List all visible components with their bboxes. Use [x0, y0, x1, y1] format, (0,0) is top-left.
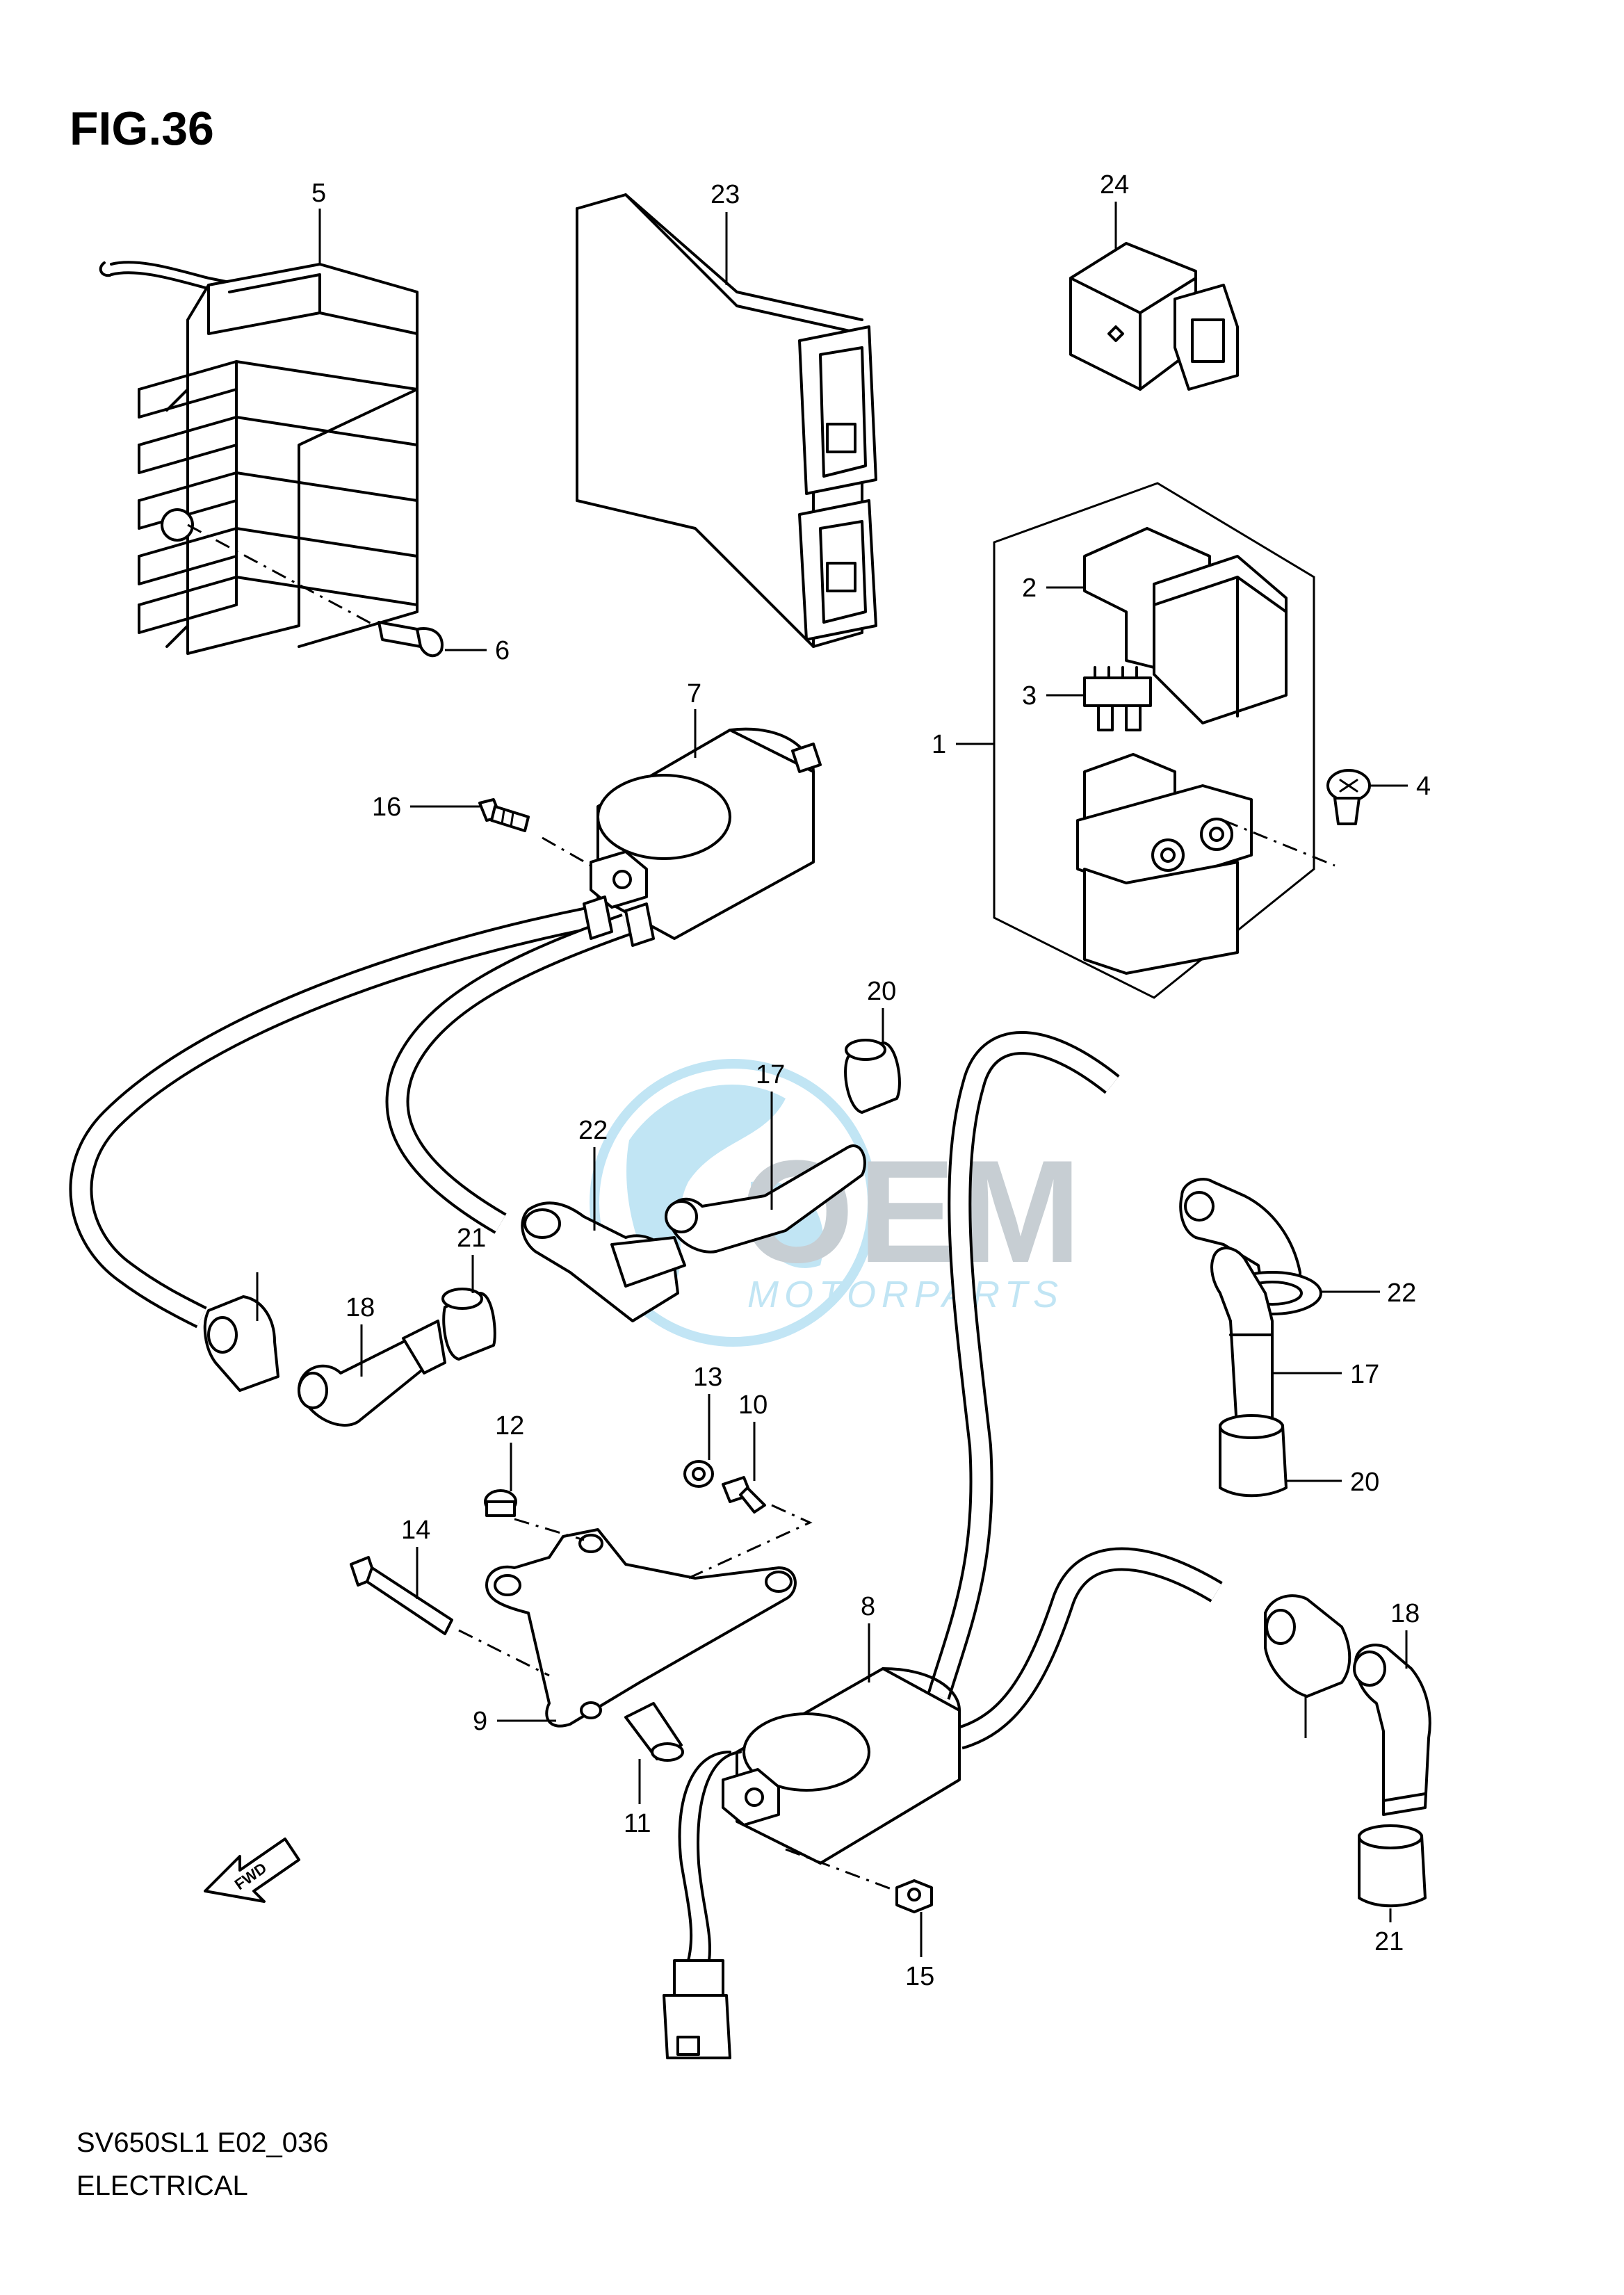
coil-lead	[678, 1751, 731, 1962]
coil-connector	[663, 1959, 731, 2059]
collar-12	[484, 1489, 517, 1517]
plug-cover-20-left	[441, 1288, 496, 1361]
callout-20-right: 21	[1374, 1927, 1404, 1956]
callout-20-left: 21	[457, 1224, 486, 1253]
relay-24	[1069, 242, 1239, 391]
callout-3: 3	[1022, 681, 1037, 711]
callout-layer: 5 23 24 6 2 3 1 4 7 16 20 17 22	[256, 170, 1431, 1991]
ignition-coil-8	[722, 1667, 961, 1865]
callout-7: 7	[687, 679, 701, 708]
callout-17-right: 17	[1350, 1360, 1379, 1389]
plug-cover-20-right	[1358, 1824, 1427, 1908]
callout-5: 5	[311, 179, 326, 208]
fwd-direction-arrow: FWD	[204, 1838, 300, 1903]
callout-1: 1	[932, 730, 946, 759]
fuse-3	[1083, 666, 1152, 731]
callout-19-upper: 20	[867, 977, 896, 1006]
plug-cap-21-upper	[521, 1201, 686, 1322]
callout-10: 10	[738, 1390, 768, 1420]
callout-21-right: 22	[1387, 1279, 1416, 1308]
callout-4: 4	[1416, 772, 1431, 801]
callout-11: 11	[624, 1809, 651, 1838]
callout-23: 23	[710, 180, 740, 209]
plug-cap-seal-22-right	[1264, 1594, 1351, 1698]
callout-2: 2	[1022, 574, 1037, 603]
regulator-rectifier	[99, 261, 419, 655]
plug-cap-18-right	[1353, 1644, 1431, 1816]
callout-16: 16	[372, 793, 401, 822]
plug-cap-17-right	[1210, 1247, 1274, 1441]
callout-14: 14	[401, 1516, 430, 1545]
bolt-14	[350, 1556, 453, 1635]
bolt-10	[722, 1476, 766, 1514]
plug-cap-seal-22-left	[203, 1295, 279, 1392]
relay-cover-2	[1083, 527, 1288, 724]
plug-cover-19-upper	[844, 1039, 901, 1114]
callout-17-upper: 17	[756, 1060, 785, 1089]
callout-6: 6	[495, 636, 510, 665]
model-code: SV650SL1 E02_036	[76, 2127, 329, 2158]
screw-4	[1326, 769, 1371, 825]
ecm-unit	[576, 193, 877, 648]
callout-21-upper: 22	[578, 1116, 608, 1145]
callout-18-right: 18	[1390, 1599, 1420, 1628]
callout-19-right: 20	[1350, 1468, 1379, 1497]
callout-15: 15	[905, 1962, 934, 1991]
bracket-9	[485, 1528, 797, 1728]
watermark-subtitle: MOTORPARTS	[747, 1274, 1064, 1315]
ignition-coil-7	[590, 727, 822, 940]
plug-cap-17-upper	[665, 1144, 866, 1254]
nut-15	[895, 1879, 933, 1913]
section-name: ELECTRICAL	[76, 2171, 248, 2201]
assembly-boundary	[993, 482, 1315, 999]
starter-relay	[1076, 753, 1253, 975]
callout-8: 8	[861, 1592, 875, 1621]
figure-title: FIG.36	[70, 102, 214, 155]
callout-9: 9	[473, 1707, 487, 1736]
collar-11	[624, 1702, 684, 1762]
callout-24: 24	[1100, 170, 1129, 200]
bolt-6	[377, 621, 444, 658]
grommet-13	[683, 1460, 714, 1488]
callout-18-left: 18	[346, 1293, 375, 1322]
callout-12: 12	[495, 1411, 524, 1441]
bolt-16	[478, 798, 530, 832]
plug-cover-19-right	[1219, 1414, 1288, 1498]
plug-cap-18-left	[298, 1320, 446, 1427]
callout-13: 13	[693, 1363, 722, 1392]
